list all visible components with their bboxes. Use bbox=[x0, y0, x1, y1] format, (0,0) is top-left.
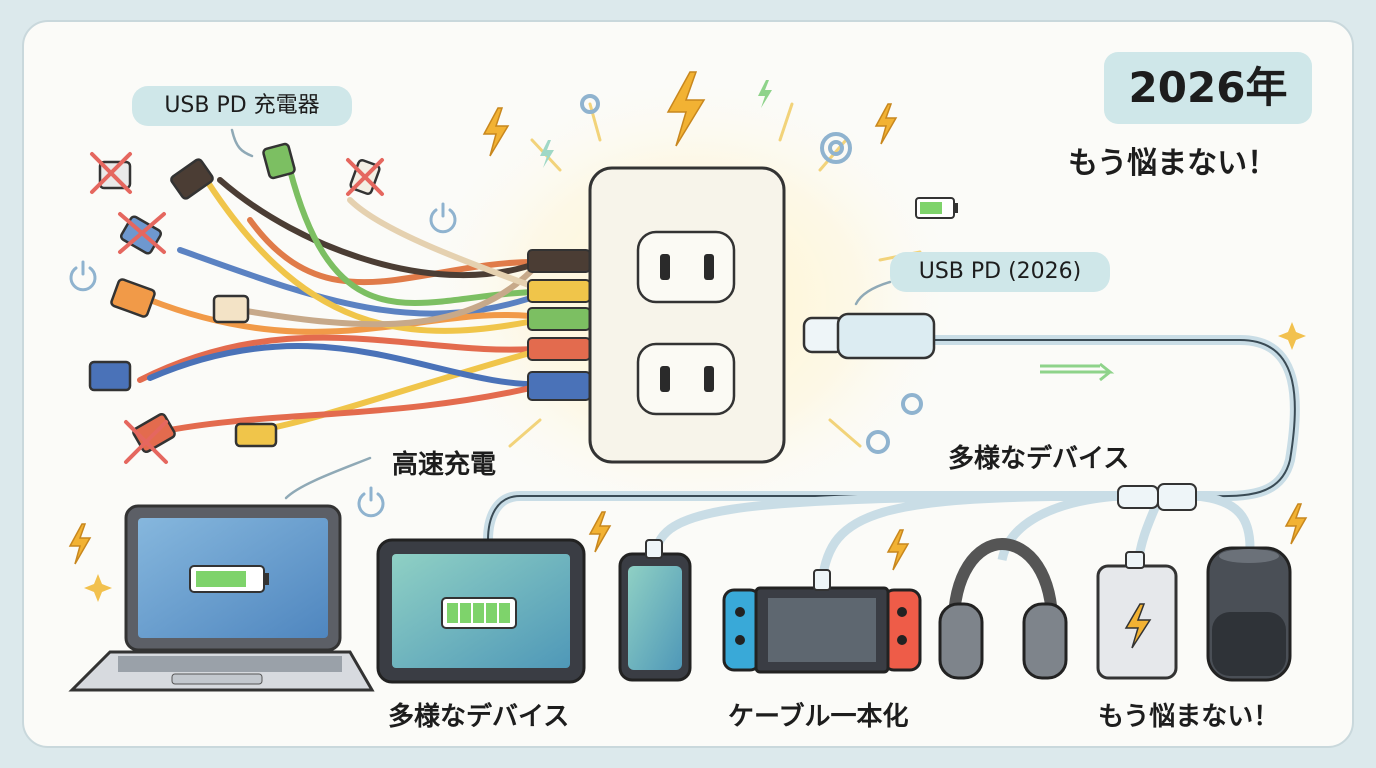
lightning-icons bbox=[68, 71, 1308, 571]
gear-icons bbox=[580, 94, 923, 454]
game-console-device bbox=[722, 569, 922, 674]
no-worry-label-bottom: もう悩まない！ bbox=[1098, 702, 1280, 732]
outlet-plugs bbox=[527, 249, 591, 401]
laptop-device bbox=[68, 504, 375, 692]
smart-speaker-device bbox=[1206, 546, 1292, 682]
power-icons bbox=[69, 202, 457, 518]
smartphone-device bbox=[618, 539, 692, 682]
battery-icon bbox=[915, 197, 958, 219]
headphones-device bbox=[938, 537, 1068, 680]
year-badge: 2026年 bbox=[1104, 52, 1312, 124]
various-devices-label-mid: 多様なデバイス bbox=[948, 444, 1130, 474]
lightning-small-icon-2 bbox=[540, 140, 554, 168]
wall-outlet bbox=[588, 166, 786, 464]
tablet-device bbox=[376, 538, 586, 684]
fast-charging-label: 高速充電 bbox=[392, 450, 497, 480]
one-cable-label: ケーブル一本化 bbox=[728, 702, 909, 732]
various-devices-label-bottom: 多様なデバイス bbox=[388, 702, 570, 732]
slogan-top: もう悩まない！ bbox=[1068, 146, 1278, 181]
obsolete-crosses bbox=[90, 152, 384, 464]
tangled-cables bbox=[137, 167, 551, 433]
power-bank-device bbox=[1096, 551, 1178, 680]
sparkle-icons bbox=[84, 322, 1306, 602]
usb-pd-2026-label: USB PD (2026) bbox=[890, 252, 1110, 292]
usb-pd-charger-label: USB PD 充電器 bbox=[132, 86, 352, 126]
label-pointers bbox=[230, 128, 892, 500]
lightning-small-icon bbox=[758, 80, 772, 108]
